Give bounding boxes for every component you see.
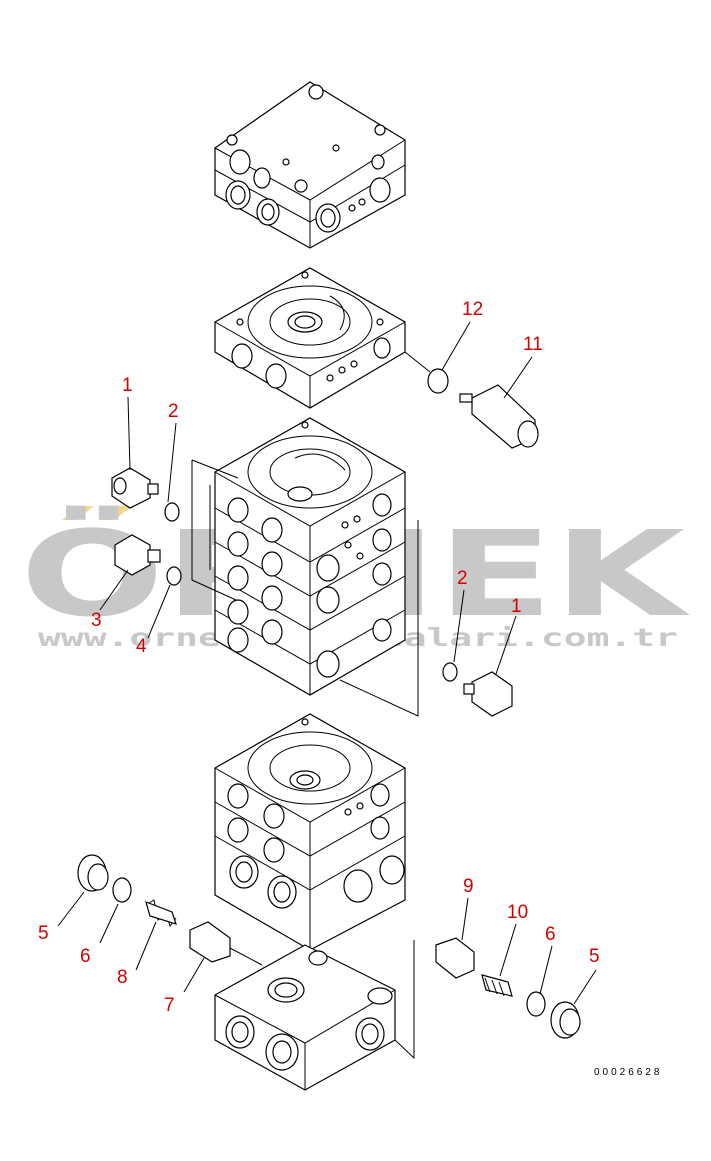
top-end-block bbox=[214, 81, 406, 249]
spring-8 bbox=[145, 899, 177, 928]
callout-5-left: 5 bbox=[38, 923, 49, 944]
spool-9 bbox=[435, 937, 475, 979]
callout-6-right: 6 bbox=[545, 924, 556, 945]
callout-2-left: 2 bbox=[168, 401, 179, 422]
callout-10: 10 bbox=[507, 902, 528, 923]
callout-12: 12 bbox=[462, 299, 483, 320]
callout-7: 7 bbox=[164, 995, 175, 1016]
callout-5-right: 5 bbox=[589, 946, 600, 967]
service-valve-block-2 bbox=[214, 713, 406, 951]
o-ring-12 bbox=[427, 368, 449, 394]
plug-5-right bbox=[550, 1001, 581, 1039]
callout-leaders bbox=[57, 321, 597, 1005]
bottom-end-block bbox=[214, 940, 415, 1091]
callout-1-left: 1 bbox=[122, 375, 133, 396]
relief-valve-1-left bbox=[111, 467, 159, 509]
callout-11: 11 bbox=[523, 334, 543, 355]
callout-2-right: 2 bbox=[457, 568, 468, 589]
phantom-lines bbox=[191, 459, 419, 717]
main-stacked-block bbox=[214, 417, 406, 696]
spool-7 bbox=[189, 921, 263, 966]
o-ring-2-right bbox=[442, 662, 458, 682]
callout-1-right: 1 bbox=[511, 596, 522, 617]
callout-numbers: 1 2 3 4 2 1 12 11 5 6 8 7 9 10 6 5 bbox=[38, 299, 600, 1016]
callout-8: 8 bbox=[117, 967, 128, 988]
spring-10 bbox=[481, 974, 513, 997]
callout-6-left: 6 bbox=[80, 946, 91, 967]
drawing-code: 00026628 bbox=[594, 1067, 663, 1078]
o-ring-6-right bbox=[526, 991, 546, 1017]
service-valve-block-1 bbox=[214, 267, 406, 409]
plug-5-left bbox=[77, 854, 109, 892]
callout-4: 4 bbox=[136, 636, 147, 657]
relief-valve-3-left bbox=[114, 534, 161, 576]
o-ring-6-left bbox=[112, 877, 132, 903]
callout-9: 9 bbox=[463, 876, 474, 897]
o-ring-4-left bbox=[166, 566, 182, 586]
relief-valve-1-right bbox=[463, 671, 513, 717]
callout-3: 3 bbox=[91, 610, 102, 631]
sensor-11 bbox=[404, 351, 539, 449]
o-ring-2-left bbox=[164, 502, 180, 522]
